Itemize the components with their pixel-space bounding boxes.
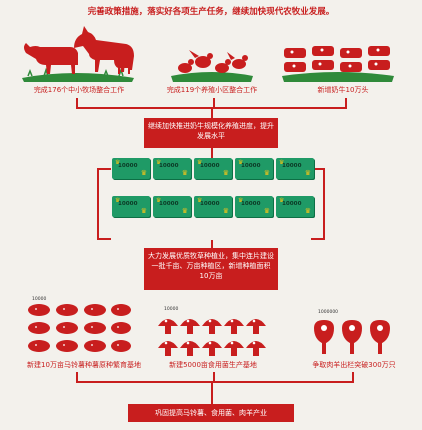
- crown-icon: ♛: [279, 159, 285, 166]
- crown-icon: ♛: [238, 197, 244, 204]
- row1-caption-2: 完成119个养殖小区整合工作: [166, 86, 258, 94]
- crown-icon: ♛: [156, 197, 162, 204]
- grassland-card: ♛10000♛: [153, 196, 191, 217]
- row3-caption-1: 新建10万亩马铃薯种薯原种繁育基地: [27, 361, 141, 369]
- grassland-card: ♛10000♛: [194, 196, 232, 217]
- crown-icon: ♛: [197, 197, 203, 204]
- crown-icon: ♛: [304, 169, 311, 177]
- dairy-cow-icon: [282, 46, 394, 82]
- crown-icon: ♛: [222, 169, 229, 177]
- grassland-card: ♛10000♛: [276, 196, 314, 217]
- crown-icon: ♛: [238, 159, 244, 166]
- row1-caption-1: 完成176个中小牧场整合工作: [33, 86, 125, 94]
- crown-icon: ♛: [181, 169, 188, 177]
- measure-box-3: 巩固提高马铃薯、食用菌、肉羊产业: [128, 404, 294, 422]
- crown-icon: ♛: [181, 207, 188, 215]
- row3-caption-3: 争取肉羊出栏突破300万只: [312, 361, 396, 369]
- horse-cattle-icon: [22, 26, 134, 82]
- crown-icon: ♛: [279, 197, 285, 204]
- crown-icon: ♛: [197, 159, 203, 166]
- grassland-card: ♛10000♛: [112, 158, 150, 179]
- grassland-card: ♛10000♛: [235, 158, 273, 179]
- potato-icon: [28, 304, 131, 352]
- mutton-icon: [314, 320, 390, 354]
- grassland-card: ♛10000♛: [153, 158, 191, 179]
- poultry-icon: [171, 50, 253, 82]
- crown-icon: ♛: [304, 207, 311, 215]
- page-title: 完善政策措施，落实好各项生产任务，继续加快现代农牧业发展。: [87, 7, 335, 17]
- grassland-card: ♛10000♛: [235, 196, 273, 217]
- row3-caption-2: 新建5000亩食用菌生产基地: [169, 361, 257, 369]
- grassland-card: ♛10000♛: [276, 158, 314, 179]
- measure-box-1: 继续加快推进奶牛规模化养殖进度，提升发展水平: [144, 118, 278, 148]
- crown-icon: ♛: [140, 207, 147, 215]
- grassland-card: ♛10000♛: [194, 158, 232, 179]
- crown-icon: ♛: [115, 197, 121, 204]
- grassland-card: ♛10000♛: [112, 196, 150, 217]
- crown-icon: ♛: [263, 169, 270, 177]
- crown-icon: ♛: [222, 207, 229, 215]
- crown-icon: ♛: [140, 169, 147, 177]
- mushroom-icon: [158, 319, 266, 356]
- crown-icon: ♛: [263, 207, 270, 215]
- measure-box-2: 大力发展优质牧草种植业，集中连片建设一批千亩、万亩种植区，新增种植面积10万亩: [144, 248, 278, 290]
- crown-icon: ♛: [156, 159, 162, 166]
- crown-icon: ♛: [115, 159, 121, 166]
- row1-caption-3: 新增奶牛10万头: [317, 86, 369, 94]
